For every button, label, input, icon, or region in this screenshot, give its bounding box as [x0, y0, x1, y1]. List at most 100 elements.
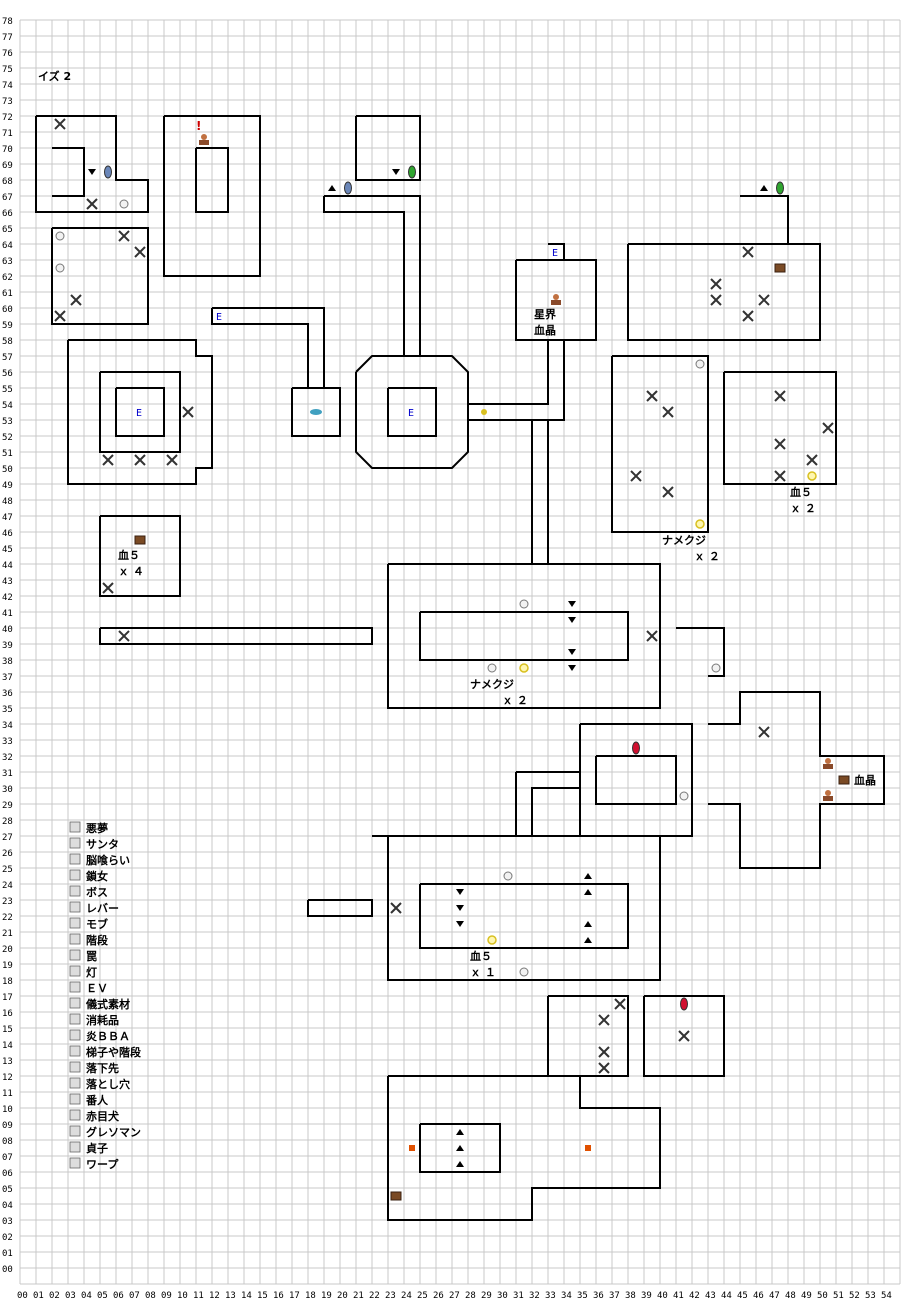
consumable-icon — [503, 871, 513, 881]
x-axis-tick-label: 19 — [321, 1291, 332, 1301]
y-axis-tick-label: 70 — [2, 145, 13, 155]
wall-segment — [307, 899, 373, 917]
legend-item: 消耗品 — [69, 1013, 119, 1027]
mob-icon-stroke — [774, 438, 786, 450]
mob-icon — [646, 630, 658, 642]
y-axis-tick-label: 06 — [2, 1169, 13, 1179]
legend-item-label: 落とし穴 — [86, 1077, 130, 1091]
legend-item-label: 炎ＢＢＡ — [86, 1030, 130, 1043]
x-axis-tick-label: 37 — [609, 1291, 620, 1301]
wall-segment — [99, 515, 181, 597]
chain-woman-icon — [69, 869, 81, 881]
npc-icon-body — [823, 796, 833, 801]
x-axis-tick-label: 48 — [785, 1291, 796, 1301]
y-axis-tick-label: 31 — [2, 769, 13, 779]
stairs-icon — [456, 1145, 464, 1151]
mob-icon — [69, 917, 81, 929]
y-axis-tick-label: 00 — [2, 1265, 13, 1275]
legend-item-label: 階段 — [86, 933, 108, 947]
mob-icon-stroke — [662, 486, 674, 498]
wall-segment — [51, 227, 149, 325]
wall-segment — [67, 339, 213, 485]
x-axis-tick-label: 31 — [513, 1291, 524, 1301]
x-axis-tick-label: 04 — [81, 1291, 92, 1301]
x-axis-tick-label: 20 — [337, 1291, 348, 1301]
ladder-icon — [680, 997, 688, 1011]
x-axis-tick-label: 41 — [673, 1291, 684, 1301]
x-axis-tick-label: 30 — [497, 1291, 508, 1301]
wall-segment — [419, 611, 629, 661]
star-label: 星界 — [534, 308, 556, 321]
npc-icon-head — [201, 134, 207, 140]
y-axis-tick-label: 21 — [2, 929, 13, 939]
blood-crystal-label-b: 血晶 — [854, 773, 876, 787]
x-axis-tick-label: 44 — [721, 1291, 732, 1301]
y-axis-tick-label: 60 — [2, 305, 13, 315]
x-axis-tick-label: 03 — [65, 1291, 76, 1301]
consumable-icon — [519, 967, 529, 977]
x2-label-c: ｘ ２ — [790, 502, 816, 515]
y-axis-tick-label: 28 — [2, 817, 13, 827]
y-axis-tick-label: 02 — [2, 1233, 13, 1243]
wall-segment — [99, 627, 373, 645]
y-axis-tick-label: 76 — [2, 49, 13, 59]
mob-icon — [742, 310, 754, 322]
x-axis-tick-label: 09 — [161, 1291, 172, 1301]
mob-icon — [134, 454, 146, 466]
wall-segment — [515, 771, 581, 837]
y-axis-tick-label: 63 — [2, 257, 13, 267]
y-axis-tick-label: 39 — [2, 641, 13, 651]
chest-icon — [134, 535, 146, 545]
npc-icon-head — [553, 294, 559, 300]
y-axis-tick-label: 43 — [2, 577, 13, 587]
mob-icon — [758, 294, 770, 306]
y-axis-tick-label: 66 — [2, 209, 13, 219]
y-axis-tick-label: 03 — [2, 1217, 13, 1227]
mob-icon — [70, 294, 82, 306]
wall-segment — [163, 115, 261, 277]
stairs-icon — [584, 889, 592, 895]
x-axis-tick-label: 29 — [481, 1291, 492, 1301]
legend-item: 罠 — [69, 949, 97, 963]
ev-icon: E — [136, 408, 142, 419]
npc-icon — [551, 294, 561, 305]
consumable-icon — [55, 231, 65, 241]
x-axis-tick-label: 24 — [401, 1291, 412, 1301]
blood5-label-b: 血５ — [790, 485, 812, 499]
consumable-icon — [519, 599, 529, 609]
x-axis-tick-label: 21 — [353, 1291, 364, 1301]
legend-item-label: レバー — [86, 902, 119, 915]
blood5-label-c: 血５ — [470, 949, 492, 963]
wall-segment — [355, 115, 421, 181]
wall-segment — [291, 387, 341, 437]
ev-icon: E — [552, 248, 558, 259]
legend-item-label: 鎖女 — [86, 869, 108, 883]
mob-icon-stroke — [390, 902, 402, 914]
consumable-icon — [695, 359, 705, 369]
wall-segment — [548, 243, 565, 261]
trap-icon — [69, 949, 81, 961]
walls — [35, 115, 885, 1221]
y-axis-tick-label: 71 — [2, 129, 13, 139]
ladder-icon — [632, 741, 640, 755]
mob-icon — [166, 454, 178, 466]
legend-item-label: 落下先 — [86, 1061, 119, 1075]
mob-icon — [614, 998, 626, 1010]
y-axis-tick-label: 47 — [2, 513, 13, 523]
wall-segment — [372, 835, 661, 981]
x-axis-tick-label: 26 — [433, 1291, 444, 1301]
y-axis-tick-label: 04 — [2, 1201, 13, 1211]
mob-icon — [806, 454, 818, 466]
y-axis-tick-label: 59 — [2, 321, 13, 331]
y-axis-tick-label: 75 — [2, 65, 13, 75]
x-axis-tick-label: 00 — [17, 1291, 28, 1301]
legend-item-label: 罠 — [86, 950, 97, 963]
stairs-icon — [456, 1161, 464, 1167]
mob-icon-stroke — [598, 1062, 610, 1074]
grayso-man-icon — [69, 1125, 81, 1137]
mob-icon — [598, 1014, 610, 1026]
wall-segment — [723, 371, 837, 485]
wall-segment — [740, 195, 789, 244]
mob-icon-stroke — [806, 454, 818, 466]
